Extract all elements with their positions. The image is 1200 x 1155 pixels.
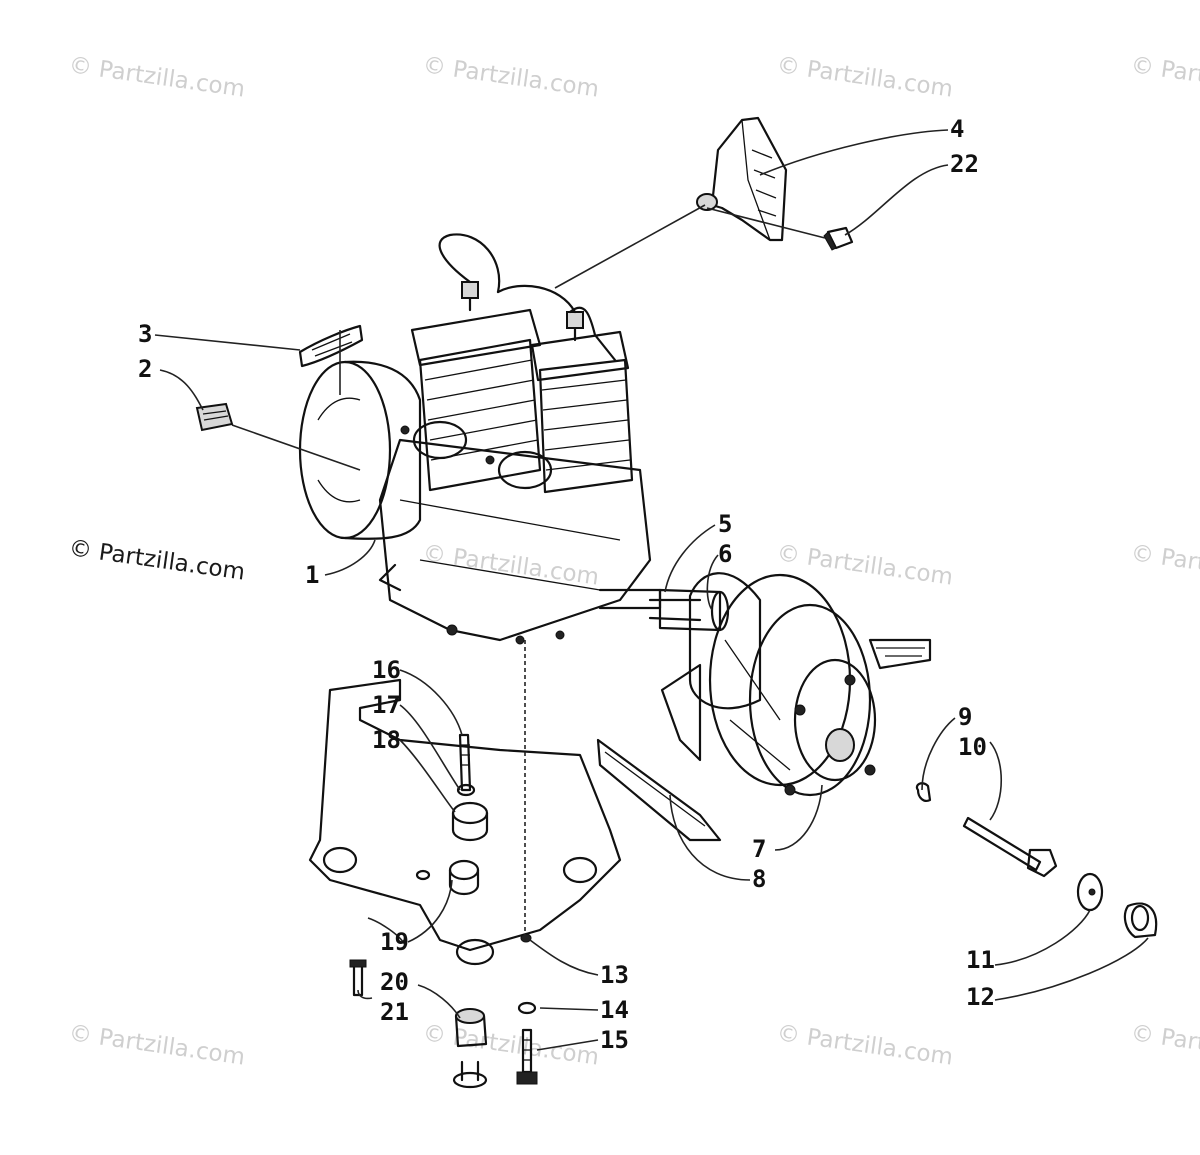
callout-12: 12 <box>966 983 995 1011</box>
engine-mount-bracket <box>696 116 788 242</box>
callout-11: 11 <box>966 946 995 974</box>
watermark: © Partzilla.com <box>1129 540 1200 590</box>
callout-10: 10 <box>958 733 987 761</box>
spacer-lower <box>454 1008 488 1048</box>
callout-4: 4 <box>950 115 964 143</box>
mount-bolt-lower <box>349 959 367 997</box>
callout-18: 18 <box>372 726 401 754</box>
callout-16: 16 <box>372 656 401 684</box>
callout-8: 8 <box>752 865 766 893</box>
callout-15: 15 <box>600 1026 629 1054</box>
callout-13: 13 <box>600 961 629 989</box>
drive-shaft <box>648 588 730 632</box>
mount-bolt-top <box>458 733 472 792</box>
decal-large <box>298 324 364 368</box>
decal-small <box>195 402 234 432</box>
bracket-nut <box>823 226 854 251</box>
callout-2: 2 <box>138 355 152 383</box>
clutch-bolt <box>962 816 1058 878</box>
hex-bolt <box>516 1028 538 1085</box>
rubber-mount-top <box>451 801 489 842</box>
mount-lockwasher-top <box>456 783 476 797</box>
watermark-primary: © Partzilla.com <box>67 535 246 585</box>
clutch-washer <box>915 782 932 802</box>
rubber-mount-lower <box>448 859 480 896</box>
callout-labels: 4 22 3 2 1 5 6 9 10 7 8 16 17 18 19 13 2… <box>138 115 995 1054</box>
callout-1: 1 <box>305 561 319 589</box>
retaining-washer <box>1076 872 1104 912</box>
spacer-bolt-lower <box>452 1060 488 1089</box>
callout-19: 19 <box>380 928 409 956</box>
callout-20: 20 <box>380 968 409 996</box>
watermark: © Partzilla.com <box>421 540 600 590</box>
watermark: © Partzilla.com <box>775 540 954 590</box>
mounting-plate <box>308 678 622 966</box>
callout-7: 7 <box>752 835 766 863</box>
watermark: © Partzilla.com <box>1129 52 1200 102</box>
watermark-layer: © Partzilla.com © Partzilla.com © Partzi… <box>67 52 1200 1070</box>
clutch-cap <box>1123 902 1158 939</box>
watermark: © Partzilla.com <box>421 1020 600 1070</box>
watermark: © Partzilla.com <box>67 1020 246 1070</box>
leader-lines <box>154 129 1149 1051</box>
callout-14: 14 <box>600 996 629 1024</box>
lock-washer <box>517 1001 537 1015</box>
watermark: © Partzilla.com <box>67 52 246 102</box>
callout-5: 5 <box>718 510 732 538</box>
callout-22: 22 <box>950 150 979 178</box>
watermark: © Partzilla.com <box>421 52 600 102</box>
callout-9: 9 <box>958 703 972 731</box>
engine-assembly <box>298 233 662 645</box>
callout-3: 3 <box>138 320 152 348</box>
drive-clutch <box>596 572 932 842</box>
watermark: © Partzilla.com <box>775 1020 954 1070</box>
callout-6: 6 <box>718 540 732 568</box>
callout-21: 21 <box>380 998 409 1026</box>
watermark: © Partzilla.com <box>775 52 954 102</box>
callout-17: 17 <box>372 691 401 719</box>
watermark: © Partzilla.com <box>1129 1020 1200 1070</box>
